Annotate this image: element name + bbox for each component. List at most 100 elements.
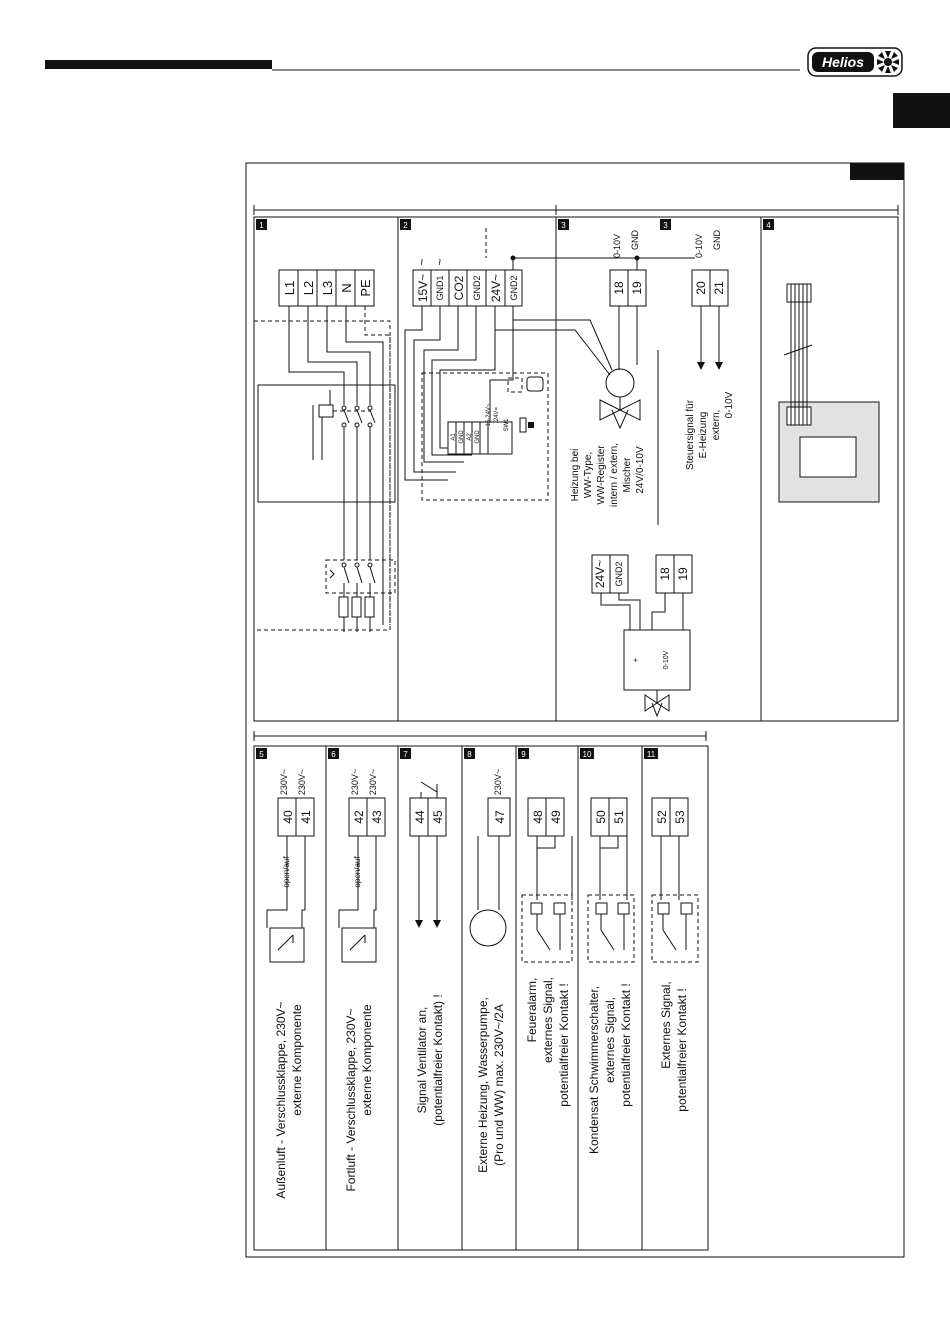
section-11-badge: 11 bbox=[644, 748, 658, 759]
svg-text:potentialfreier Kontakt !: potentialfreier Kontakt ! bbox=[675, 988, 689, 1111]
section-7-badge: 7 bbox=[400, 748, 411, 759]
sensor-terminal-block: 15V~ GND1 CO2 GND2 24V~ GND2 ~ ~ bbox=[412, 258, 523, 307]
svg-text:(potentialfreier Kontakt) !: (potentialfreier Kontakt) ! bbox=[431, 994, 445, 1125]
svg-text:Mischer: Mischer bbox=[622, 457, 633, 493]
section-6-exhaust-damper: 230V~ 230V~ 42 43 open/auf Fortluft - Ve… bbox=[338, 769, 386, 1192]
svg-text:7: 7 bbox=[403, 750, 408, 759]
svg-text:15-24V~: 15-24V~ bbox=[486, 403, 492, 426]
svg-text:+: + bbox=[631, 657, 640, 662]
terminal-15v: 15V~ bbox=[416, 274, 430, 302]
section-6-badge: 6 bbox=[328, 748, 339, 759]
terminal-n: N bbox=[339, 283, 354, 292]
svg-text:Externe Heizung, Wasserpumpe,: Externe Heizung, Wasserpumpe, bbox=[476, 997, 490, 1173]
section-1-badge: 1 bbox=[256, 219, 267, 230]
ext-heating-control: 0-10V GND 20 21 Steuersignal für E-Heizu… bbox=[685, 230, 735, 471]
external-contact-icon bbox=[662, 929, 677, 951]
svg-text:(Pro und WW) max. 230V~/2A: (Pro und WW) max. 230V~/2A bbox=[492, 1004, 506, 1166]
svg-text:/24V=: /24V= bbox=[494, 407, 500, 423]
float-contact-icon bbox=[600, 929, 615, 951]
svg-text:Steuersignal für: Steuersignal für bbox=[685, 399, 696, 470]
svg-text:230V~: 230V~ bbox=[279, 769, 289, 795]
terminal-24v: 24V~ bbox=[489, 274, 503, 302]
svg-text:1: 1 bbox=[259, 221, 264, 230]
logo-text: Helios bbox=[822, 54, 864, 70]
terminal-52: 52 bbox=[655, 810, 669, 824]
svg-text:externe Komponente: externe Komponente bbox=[290, 1004, 304, 1116]
damper-actuator-icon-2 bbox=[341, 927, 377, 963]
svg-text:2: 2 bbox=[403, 221, 408, 230]
actuator-icon bbox=[605, 368, 635, 398]
svg-text:Außenluft - Verschlussklappe,: Außenluft - Verschlussklappe, 230V~ bbox=[274, 1001, 288, 1198]
svg-text:230V~: 230V~ bbox=[350, 769, 360, 795]
terminal-40: 40 bbox=[281, 810, 295, 824]
terminal-gnd1: GND1 bbox=[435, 275, 445, 300]
unit-boundary bbox=[253, 320, 391, 631]
control-panel-connection bbox=[778, 283, 880, 503]
svg-text:11: 11 bbox=[647, 750, 656, 759]
dip-switch-icon bbox=[519, 417, 527, 433]
ac-tilde-1: ~ bbox=[415, 258, 429, 265]
terminal-19: 19 bbox=[630, 281, 644, 295]
terminal-l1: L1 bbox=[282, 281, 297, 295]
power-wiring bbox=[288, 306, 396, 632]
svg-text:externes Signal,: externes Signal, bbox=[603, 997, 617, 1083]
chapter-tab bbox=[893, 93, 950, 128]
svg-text:19: 19 bbox=[676, 567, 690, 581]
heating-description: Heizung bei WW-Type, WW-Register intern … bbox=[570, 443, 646, 507]
section-8-pump: 230V~ 47 Externe Heizung, Wasserpumpe, (… bbox=[469, 769, 511, 1173]
section-9-fire-alarm: 48 49 Feueralarm, externes Signal, poten… bbox=[521, 797, 573, 1107]
svg-text:WW-Register: WW-Register bbox=[596, 445, 607, 505]
svg-text:extern,: extern, bbox=[711, 410, 722, 441]
svg-text:WW-Type,: WW-Type, bbox=[583, 452, 594, 498]
svg-text:6: 6 bbox=[331, 750, 336, 759]
terminal-18: 18 bbox=[612, 281, 626, 295]
contact-switch-icon bbox=[420, 781, 438, 793]
sensor-board-box bbox=[421, 372, 549, 501]
terminal-gnd2: GND2 bbox=[472, 275, 482, 300]
section-7-fan-signal: 44 45 Signal Ventilator an, (potentialfr… bbox=[409, 781, 447, 1126]
svg-text:8: 8 bbox=[467, 750, 472, 759]
svg-text:potentialfreier Kontakt !: potentialfreier Kontakt ! bbox=[619, 983, 633, 1106]
svg-text:E-Heizung: E-Heizung bbox=[698, 412, 709, 459]
terminal-pe: PE bbox=[358, 279, 373, 297]
fire-contact-icon bbox=[536, 929, 551, 951]
svg-text:3: 3 bbox=[561, 221, 566, 230]
svg-text:Fortluft - Verschlussklappe, 2: Fortluft - Verschlussklappe, 230V~ bbox=[344, 1008, 358, 1191]
svg-text:A2: A2 bbox=[467, 433, 473, 441]
heating-signal-label: 0-10V bbox=[612, 234, 622, 258]
terminal-l3: L3 bbox=[320, 281, 335, 295]
section-2-badge: 2 bbox=[400, 219, 411, 230]
svg-text:230V~: 230V~ bbox=[368, 769, 378, 795]
terminal-42: 42 bbox=[352, 810, 366, 824]
bottom-panel bbox=[253, 745, 709, 1251]
section-10-badge: 10 bbox=[580, 748, 594, 759]
control-panel-display bbox=[799, 436, 857, 478]
section-10-float-switch: 50 51 Kondensat Schwimmerschalter, exter… bbox=[587, 797, 635, 1154]
section-11-external-signal: 52 53 Externes Signal, potentialfreier K… bbox=[651, 797, 699, 1112]
svg-text:SW1: SW1 bbox=[504, 418, 510, 432]
svg-text:24V~: 24V~ bbox=[593, 560, 607, 588]
svg-text:GND: GND bbox=[475, 430, 481, 444]
svg-text:potentialfreier Kontakt !: potentialfreier Kontakt ! bbox=[557, 983, 571, 1106]
terminal-41: 41 bbox=[299, 810, 313, 824]
terminal-50: 50 bbox=[594, 810, 608, 824]
svg-text:externe Komponente: externe Komponente bbox=[360, 1004, 374, 1116]
section-4-badge: 4 bbox=[763, 219, 774, 230]
terminal-45: 45 bbox=[431, 810, 445, 824]
terminal-l2: L2 bbox=[301, 281, 316, 295]
terminal-51: 51 bbox=[612, 810, 626, 824]
terminal-20: 20 bbox=[694, 281, 708, 295]
section-5-intake-damper: 230V~ 230V~ 40 41 open/auf Außenluft - V… bbox=[266, 769, 315, 1199]
terminal-53: 53 bbox=[673, 810, 687, 824]
contactor-box bbox=[257, 384, 396, 503]
svg-text:4: 4 bbox=[766, 221, 771, 230]
lower-valve-icon bbox=[644, 694, 658, 712]
svg-text:intern / extern,: intern / extern, bbox=[609, 443, 620, 507]
svg-text:0-10V: 0-10V bbox=[724, 391, 735, 418]
section-5-badge: 5 bbox=[256, 748, 267, 759]
svg-text:A1: A1 bbox=[451, 433, 457, 441]
svg-text:3: 3 bbox=[663, 221, 668, 230]
svg-text:18: 18 bbox=[658, 567, 672, 581]
ac-tilde-2: ~ bbox=[433, 258, 447, 265]
